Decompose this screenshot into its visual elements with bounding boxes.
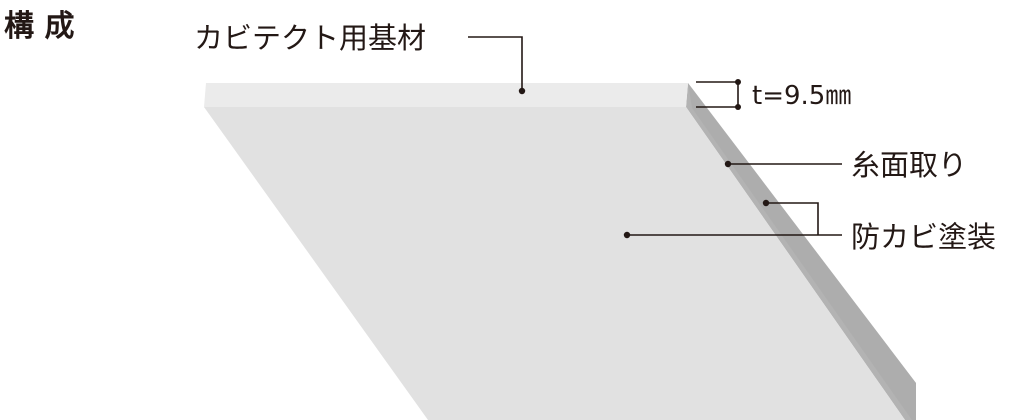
heading: 構 成 — [4, 9, 74, 44]
base-material-dot — [518, 87, 526, 95]
anti-mold-coating-dot-face — [623, 231, 631, 239]
edge-chamfer-dot — [724, 160, 732, 168]
thickness-dot-bottom — [735, 104, 741, 110]
edge-chamfer-label: 糸面取り — [851, 148, 967, 182]
board-face — [204, 107, 905, 420]
thickness-label: t=9.5㎜ — [752, 81, 851, 111]
thickness-dot-top — [735, 79, 741, 85]
board-side-face — [686, 83, 916, 420]
anti-mold-coating-dot-side — [762, 199, 770, 207]
board-side-shadow — [688, 83, 916, 420]
base-material-label: カビテクト用基材 — [194, 21, 426, 55]
thickness-dimension — [696, 81, 739, 108]
board-top-edge — [204, 83, 688, 107]
anti-mold-coating-leader — [627, 202, 842, 236]
base-material-leader — [468, 36, 523, 90]
anti-mold-coating-label: 防カビ塗装 — [851, 220, 996, 254]
